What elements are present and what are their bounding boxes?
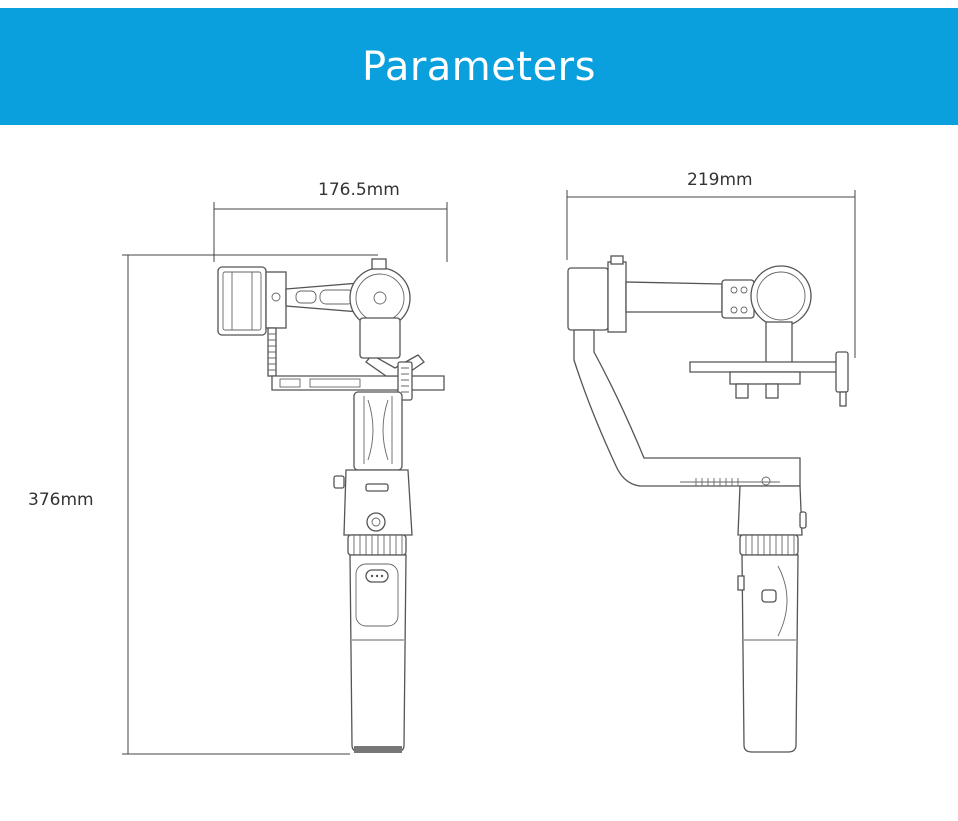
side-width-dimension-line [566,190,856,358]
side-width-label: 219mm [687,170,753,190]
page-title: Parameters [362,43,596,90]
front-width-dimension-line [213,202,448,262]
height-label: 376mm [28,490,94,510]
height-dimension-line [122,254,378,755]
front-view-gimbal [217,258,445,753]
front-width-label: 176.5mm [318,180,400,200]
side-view-gimbal [567,255,849,753]
header-banner: Parameters [0,8,958,125]
